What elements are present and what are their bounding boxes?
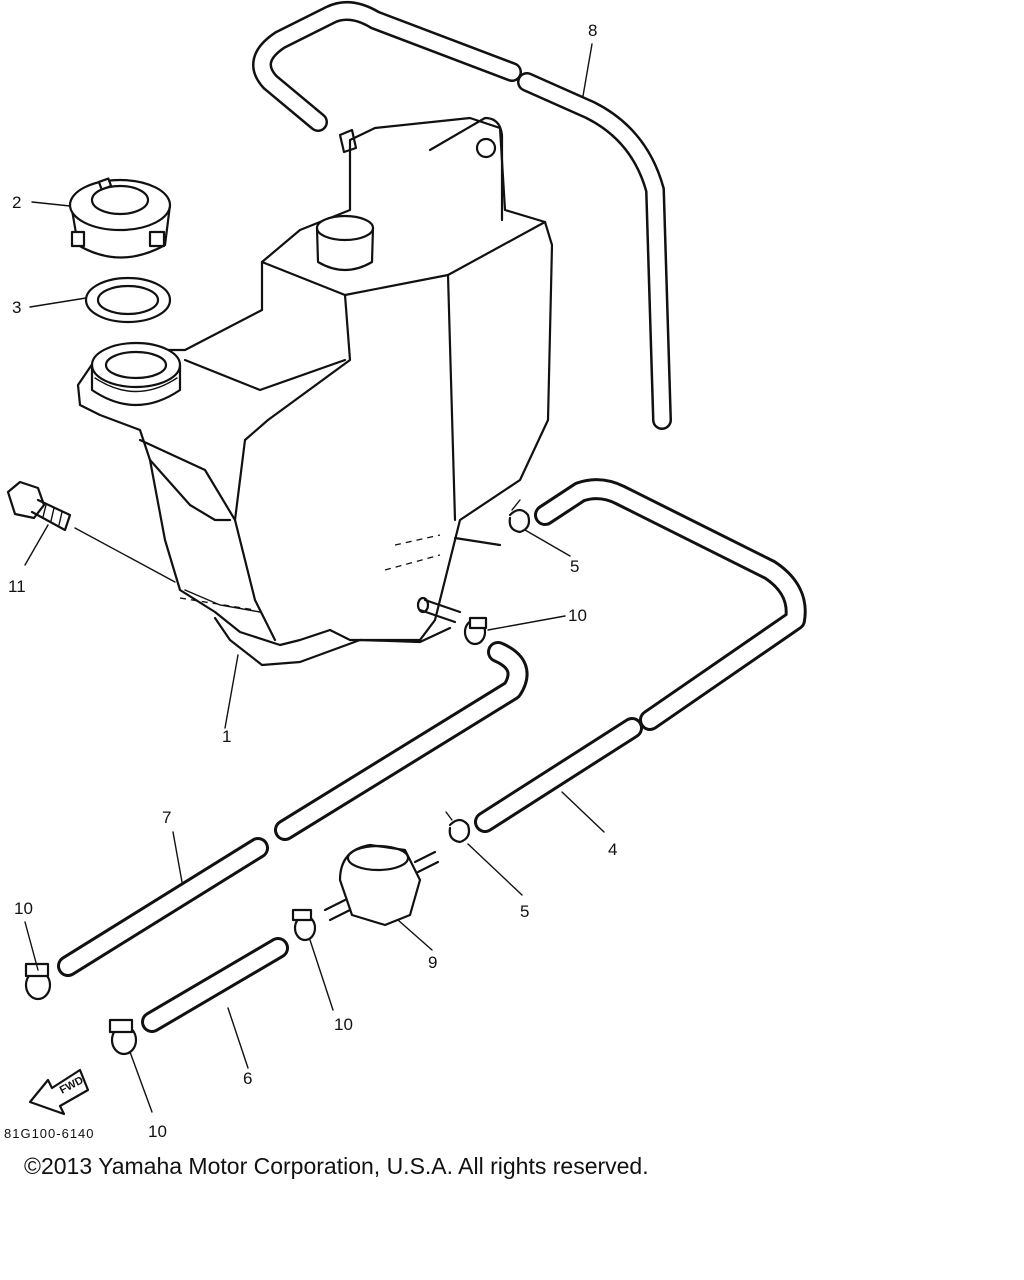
o-ring — [84, 276, 172, 324]
callouts: 2 3 11 1 8 5 10 4 5 7 10 9 10 6 10 — [8, 21, 617, 1141]
callout-10-left: 10 — [14, 899, 33, 918]
callout-3: 3 — [12, 298, 21, 317]
copyright-notice: ©2013 Yamaha Motor Corporation, U.S.A. A… — [24, 1153, 649, 1179]
diagram-part-number: 81G100-6140 — [4, 1126, 95, 1141]
fuel-filter — [323, 843, 440, 927]
hose-4 — [474, 478, 807, 833]
clamp-10-tank — [463, 616, 488, 646]
callout-7: 7 — [162, 808, 171, 827]
callout-2: 2 — [12, 193, 21, 212]
clip-5-upper — [508, 499, 531, 534]
callout-10-bottom: 10 — [148, 1122, 167, 1141]
callout-5-upper: 5 — [570, 557, 579, 576]
parts-diagram: 2 3 11 1 8 5 10 4 5 7 10 9 10 6 10 FWD 8… — [4, 1, 807, 1141]
leader-lines — [24, 43, 605, 1113]
callout-5-lower: 5 — [520, 902, 529, 921]
clip-5-lower — [445, 811, 471, 844]
clamp-10-filter — [291, 908, 317, 942]
hose-8 — [252, 1, 672, 430]
tank-cap — [68, 177, 172, 259]
oil-tank-exploded-view: 2 3 11 1 8 5 10 4 5 7 10 9 10 6 10 FWD 8… — [4, 1, 807, 1141]
callout-4: 4 — [608, 840, 617, 859]
hose-7 — [57, 641, 529, 977]
oil-tank — [76, 116, 554, 667]
callout-8: 8 — [588, 21, 597, 40]
callout-11: 11 — [8, 577, 26, 596]
forward-arrow-icon: FWD — [28, 1068, 90, 1116]
callout-10-filter: 10 — [334, 1015, 353, 1034]
clamp-10-bottom — [108, 1018, 138, 1056]
bolt — [6, 480, 72, 532]
callout-6: 6 — [243, 1069, 252, 1088]
callout-1: 1 — [222, 727, 231, 746]
hose-6 — [141, 937, 289, 1033]
callout-10-tank: 10 — [568, 606, 587, 625]
callout-9: 9 — [428, 953, 437, 972]
